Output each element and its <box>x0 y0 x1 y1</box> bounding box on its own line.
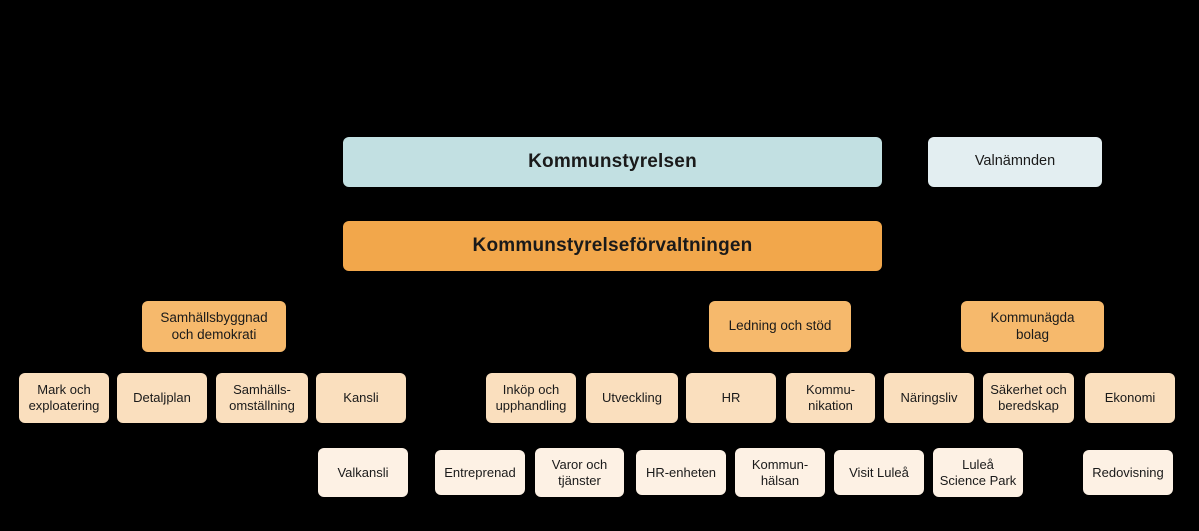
org-node-sakerhet-och-beredskap[interactable]: Säkerhet och beredskap <box>983 373 1074 423</box>
org-node-label: Säkerhet och beredskap <box>990 382 1067 413</box>
org-node-label: Kommunägda bolag <box>990 310 1075 342</box>
org-node-detaljplan[interactable]: Detaljplan <box>117 373 207 423</box>
org-node-label: Entreprenad <box>444 464 516 480</box>
org-node-kommunagda-bolag[interactable]: Kommunägda bolag <box>961 301 1104 352</box>
org-node-label: Valkansli <box>337 464 389 480</box>
org-node-visit-lulea[interactable]: Visit Luleå <box>834 450 924 495</box>
org-node-label: Näringsliv <box>900 390 958 406</box>
org-node-label: Ledning och stöd <box>728 318 832 334</box>
org-node-mark-och-exploatering[interactable]: Mark och exploatering <box>19 373 109 423</box>
org-node-utveckling[interactable]: Utveckling <box>586 373 678 423</box>
org-node-kommunikation[interactable]: Kommu- nikation <box>786 373 875 423</box>
org-node-kansli[interactable]: Kansli <box>316 373 406 423</box>
org-node-varor-och-tjanster[interactable]: Varor och tjänster <box>535 448 624 497</box>
org-node-hr-enheten[interactable]: HR-enheten <box>636 450 726 495</box>
org-node-label: Kommu- nikation <box>805 382 856 413</box>
org-node-inkop-och-upphandling[interactable]: Inköp och upphandling <box>486 373 576 423</box>
org-node-valkansli[interactable]: Valkansli <box>318 448 408 497</box>
org-node-label: Luleå Science Park <box>939 456 1017 488</box>
org-node-label: Kansli <box>343 390 379 406</box>
org-node-label: Kommunstyrelsen <box>528 151 697 173</box>
org-node-naringsliv[interactable]: Näringsliv <box>884 373 974 423</box>
org-node-label: Varor och tjänster <box>551 456 608 488</box>
org-node-redovisning[interactable]: Redovisning <box>1083 450 1173 495</box>
org-node-kommun-halsan[interactable]: Kommun- hälsan <box>735 448 825 497</box>
org-node-ledning-och-stod[interactable]: Ledning och stöd <box>709 301 851 352</box>
org-node-label: Redovisning <box>1092 464 1164 480</box>
org-node-kommunstyrelsen[interactable]: Kommunstyrelsen <box>343 137 882 187</box>
org-node-entreprenad[interactable]: Entreprenad <box>435 450 525 495</box>
org-node-label: Inköp och upphandling <box>495 382 567 413</box>
org-node-label: Detaljplan <box>133 390 191 406</box>
org-node-label: Samhällsbyggnad och demokrati <box>160 310 268 342</box>
org-node-ekonomi[interactable]: Ekonomi <box>1085 373 1175 423</box>
org-node-kommunstyrelseforvaltningen[interactable]: Kommunstyrelseförvaltningen <box>343 221 882 271</box>
org-node-label: Ekonomi <box>1104 390 1156 406</box>
org-node-label: Utveckling <box>602 390 662 406</box>
org-node-samhallsbyggnad-och-demokrati[interactable]: Samhällsbyggnad och demokrati <box>142 301 286 352</box>
org-node-lulea-science-park[interactable]: Luleå Science Park <box>933 448 1023 497</box>
org-node-label: Valnämnden <box>974 153 1056 170</box>
org-node-valnamnden[interactable]: Valnämnden <box>928 137 1102 187</box>
org-node-label: Kommun- hälsan <box>751 456 809 488</box>
org-node-label: Visit Luleå <box>849 464 909 480</box>
org-node-hr[interactable]: HR <box>686 373 776 423</box>
org-node-label: Samhälls- omställning <box>229 382 295 413</box>
org-node-label: Mark och exploatering <box>28 382 100 413</box>
org-node-label: HR <box>721 390 741 406</box>
org-node-label: HR-enheten <box>645 464 717 480</box>
org-node-samhalls-omstallning[interactable]: Samhälls- omställning <box>216 373 308 423</box>
org-node-label: Kommunstyrelseförvaltningen <box>472 235 753 257</box>
